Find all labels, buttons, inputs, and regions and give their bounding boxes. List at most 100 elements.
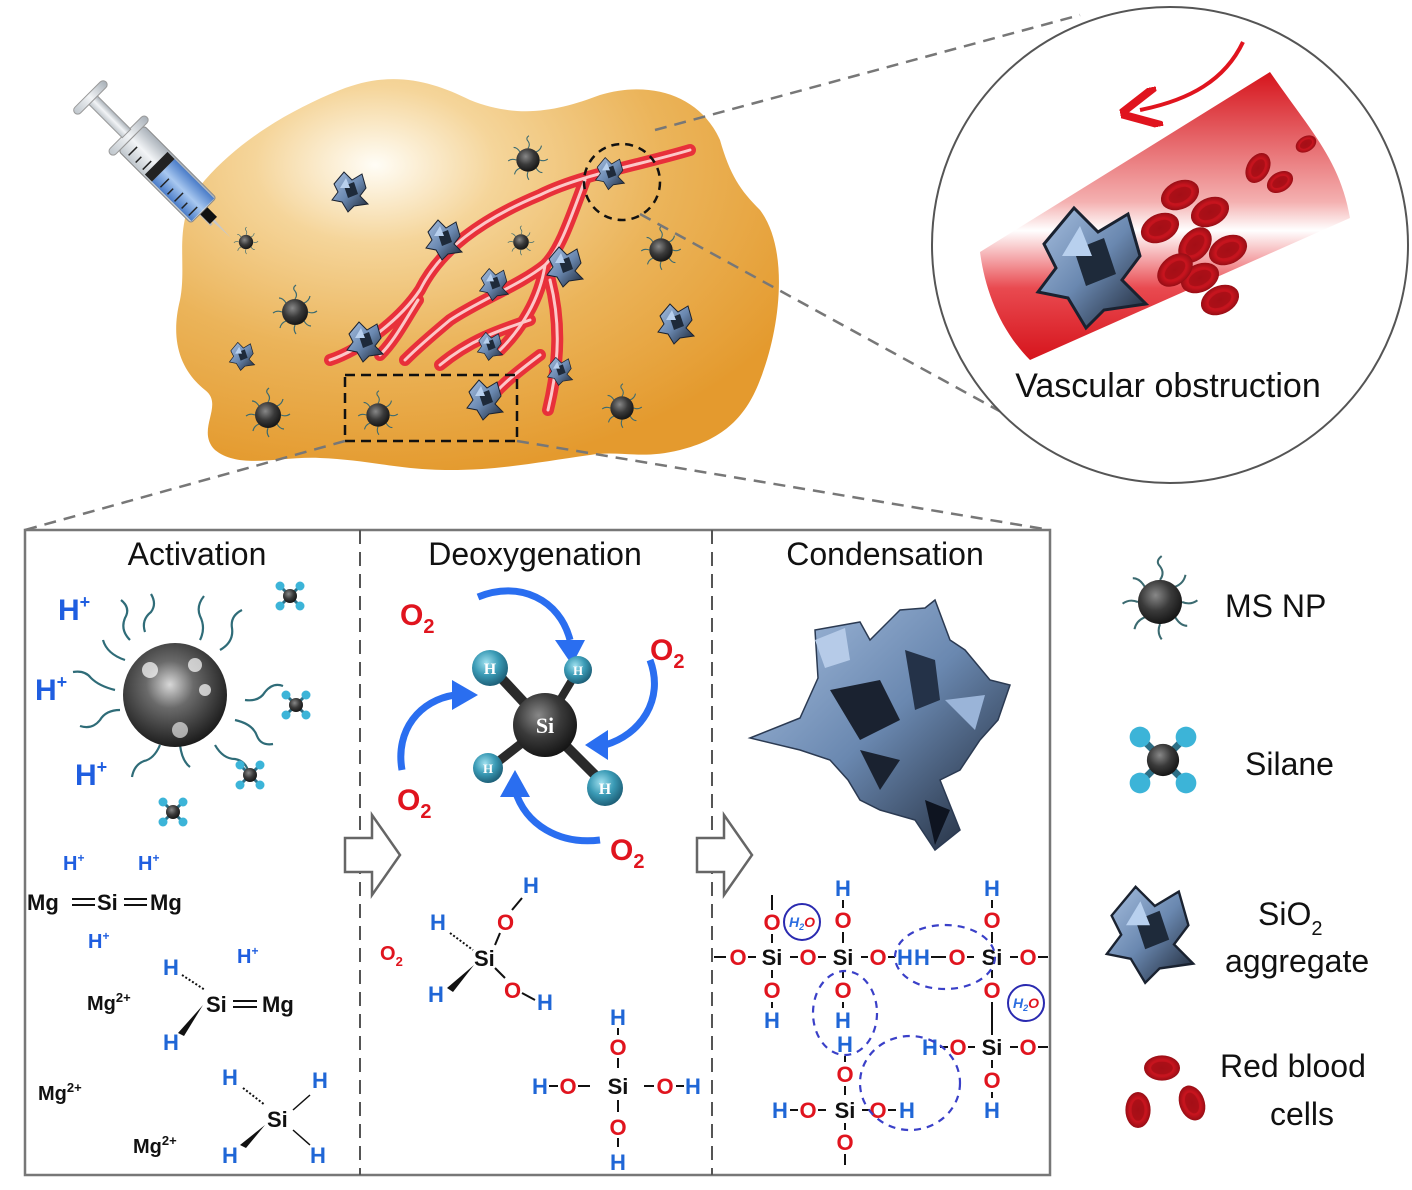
h-atom: H <box>523 873 539 898</box>
activation-panel: H+ H+ H+ H+ H+ Mg Si Mg H+ H+ Mg2+ H Si … <box>27 580 328 1168</box>
svg-text:Si: Si <box>982 945 1003 970</box>
si-atom: Si <box>206 992 227 1017</box>
syringe-icon <box>73 80 231 238</box>
svg-text:H: H <box>835 1008 851 1033</box>
h-atom: H <box>428 982 444 1007</box>
legend-item-red-blood-cells: Red blood cells <box>1125 1048 1366 1132</box>
svg-text:O: O <box>559 1074 576 1099</box>
svg-text:H: H <box>899 1098 915 1123</box>
svg-text:O: O <box>949 1035 966 1060</box>
mg-atom: Mg <box>27 890 59 915</box>
svg-text:O: O <box>983 978 1000 1003</box>
si-atom: Si <box>97 890 118 915</box>
silica-network: O Si O Si O H H O Si O O O H <box>714 876 1048 1165</box>
svg-text:H: H <box>610 1005 626 1030</box>
svg-text:H2O: H2O <box>1013 995 1039 1013</box>
oxygen-label: O2 <box>400 599 434 638</box>
svg-text:Si: Si <box>835 1098 856 1123</box>
svg-text:H: H <box>837 1032 853 1057</box>
proton-label: H+ <box>35 672 67 707</box>
condensation-panel: O Si O Si O H H O Si O O O H <box>714 598 1048 1165</box>
legend-label: SiO2 <box>1258 896 1322 940</box>
h-atom: H <box>430 910 446 935</box>
h-atom: H <box>312 1068 328 1093</box>
h-atom: H <box>537 990 553 1015</box>
tumor-region <box>176 79 779 470</box>
svg-text:H: H <box>984 1098 1000 1123</box>
svg-text:H: H <box>599 781 612 798</box>
svg-text:H: H <box>764 1008 780 1033</box>
legend-item-sio2-aggregate: SiO2 aggregate <box>1105 885 1369 984</box>
water-molecule: H2O <box>1007 984 1045 1022</box>
oxygen-label: O2 <box>650 634 684 673</box>
svg-text:Si: Si <box>608 1074 629 1099</box>
legend-label: Silane <box>1245 746 1334 782</box>
water-molecule: H2O <box>783 903 821 941</box>
zoom-circle-marker <box>582 142 662 222</box>
oxygen-label: O2 <box>610 834 644 873</box>
proton-label: H+ <box>58 592 90 627</box>
h-atom: H <box>163 955 179 980</box>
svg-text:Si: Si <box>762 945 783 970</box>
o-atom: O <box>504 978 521 1003</box>
svg-text:O: O <box>983 1068 1000 1093</box>
svg-text:Si: Si <box>833 945 854 970</box>
silane-3d-molecule: Si H H H H <box>472 650 623 806</box>
mg-atom: Mg <box>262 992 294 1017</box>
oxygen-label: O2 <box>380 943 403 969</box>
mg-ion: Mg2+ <box>87 990 131 1015</box>
svg-text:O: O <box>836 1062 853 1087</box>
si-atom: Si <box>267 1107 288 1132</box>
svg-text:O: O <box>834 978 851 1003</box>
proton-label: H+ <box>75 757 107 792</box>
vascular-obstruction-inset: Vascular obstruction <box>931 6 1409 484</box>
svg-text:H: H <box>484 661 497 678</box>
svg-text:H2O: H2O <box>789 914 815 932</box>
h-atom: H <box>163 1030 179 1055</box>
orthosilicic-acid: H O H O Si O H O H <box>532 1005 701 1175</box>
deoxygenation-panel: O2 O2 O2 O2 Si H H H H O2 H O H <box>380 587 701 1175</box>
h-atom: H <box>310 1143 326 1168</box>
silane-icon <box>1130 727 1197 794</box>
step-arrow-2 <box>695 811 754 899</box>
svg-text:O: O <box>729 945 746 970</box>
svg-text:H: H <box>610 1150 626 1175</box>
mg-atom: Mg <box>150 890 182 915</box>
svg-text:H: H <box>532 1074 548 1099</box>
svg-text:Si: Si <box>982 1035 1003 1060</box>
svg-text:O: O <box>983 908 1000 933</box>
legend-label: MS NP <box>1225 588 1326 624</box>
svg-text:H: H <box>685 1074 701 1099</box>
mg-ion: Mg2+ <box>38 1080 82 1105</box>
red-blood-cells-icon <box>1174 1081 1210 1125</box>
blood-flow-arrow <box>1140 41 1245 110</box>
svg-text:O: O <box>609 1035 626 1060</box>
red-blood-cells-icon <box>1144 1055 1180 1081</box>
svg-text:H: H <box>835 876 851 901</box>
svg-text:O: O <box>656 1074 673 1099</box>
svg-text:O: O <box>948 945 965 970</box>
sio2-aggregate-icon <box>1105 885 1195 984</box>
h-atom: H <box>222 1143 238 1168</box>
blood-vessel-network <box>324 144 696 416</box>
svg-text:H: H <box>984 876 1000 901</box>
legend-label: Red blood <box>1220 1048 1366 1084</box>
svg-text:O: O <box>869 945 886 970</box>
proton-label: H+ <box>63 851 84 875</box>
svg-text:O: O <box>609 1115 626 1140</box>
oxygen-label: O2 <box>397 784 431 823</box>
mg-ion: Mg2+ <box>133 1133 177 1158</box>
vascular-obstruction-label: Vascular obstruction <box>1015 367 1321 405</box>
svg-text:O: O <box>763 978 780 1003</box>
step-arrow-1 <box>343 811 402 899</box>
legend-label: aggregate <box>1225 943 1369 979</box>
legend-item-ms-np: MS NP <box>1121 555 1326 641</box>
ms-np-large-icon <box>72 593 284 778</box>
zoom-connector-lines <box>24 13 1081 532</box>
panel-title-deoxygenation: Deoxygenation <box>428 536 641 572</box>
sio2-aggregate-large-icon <box>747 598 1011 852</box>
svg-text:O: O <box>799 1098 816 1123</box>
svg-text:O: O <box>836 1130 853 1155</box>
proton-label: H+ <box>138 851 159 875</box>
svg-text:O: O <box>763 910 780 935</box>
